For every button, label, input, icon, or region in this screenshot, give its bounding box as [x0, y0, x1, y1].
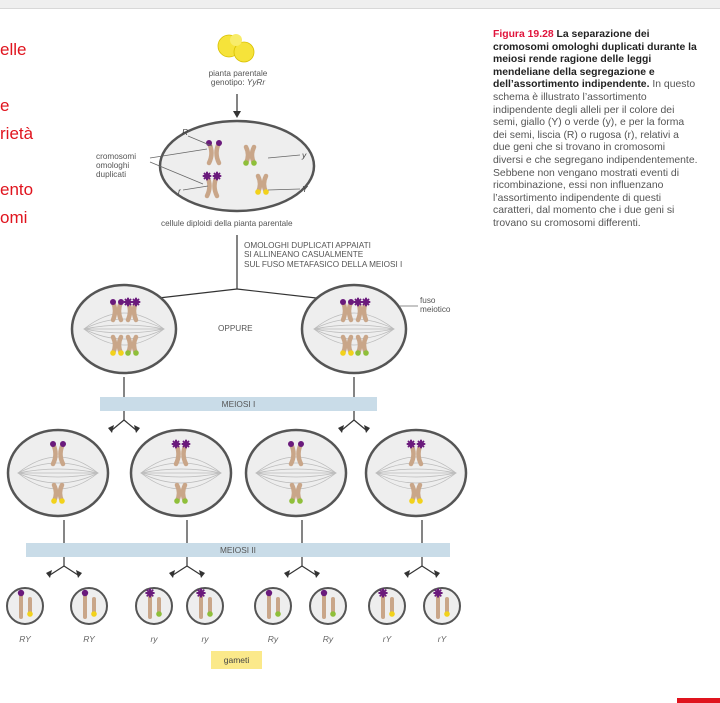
oppure-label: OPPURE [218, 324, 253, 333]
alignment-line2: SI ALLINEANO CASUALMENTE [244, 250, 364, 260]
homolog-top-a [340, 299, 354, 323]
parent-genotype: YyRr [246, 78, 266, 87]
chromosome-top [406, 439, 426, 467]
allele-y-label: y [302, 150, 307, 160]
chromosome-R [206, 140, 222, 166]
gamete-cell-1 [6, 587, 44, 625]
meiosis-1-label: MEIOSI I [221, 399, 256, 409]
chromosome-bottom [51, 482, 65, 504]
homolog-bottom-a [340, 334, 354, 356]
chromosome-y [243, 144, 257, 166]
diploid-cells-label: cellule diploidi della pianta parentale [161, 219, 293, 228]
gamete-cell-5 [254, 587, 292, 625]
homolog-top-a [110, 299, 124, 323]
slide-line-1: elle [0, 40, 27, 59]
homologs-label: cromosomi omologhi duplicati [96, 152, 136, 179]
caption-body: In questo schema è illustrato l’assortim… [493, 79, 698, 229]
alignment-line3: SUL FUSO METAFASICO DELLA MEIOSI I [244, 259, 403, 269]
slide-accent-bar [677, 698, 720, 703]
chromosome-bottom [174, 482, 188, 504]
meiosis-1-product-cell-3 [244, 428, 348, 518]
slide-line-4: rietà [0, 124, 34, 143]
slide-left-text: elle e rietà ento omi [0, 36, 33, 232]
parent-genotype-line: genotipo: YyRr [190, 78, 286, 87]
gametes-label: gameti [211, 651, 262, 669]
gamete-cell-4 [186, 587, 224, 625]
gamete-label-7: rY [382, 634, 392, 644]
chromosome-top [288, 441, 304, 467]
gamete-label-5: Ry [267, 634, 279, 644]
pea-plant-icon [217, 34, 255, 63]
slide-line-6: ento [0, 180, 34, 199]
homologs-label-line1: cromosomi [96, 152, 137, 161]
gamete-cell-7 [368, 587, 406, 625]
homolog-bottom-b [355, 334, 369, 356]
parent-diploid-cell [158, 119, 316, 213]
gamete-label-8: rY [437, 634, 447, 644]
chromosome-r [202, 171, 222, 199]
gamete-cell-3 [135, 587, 173, 625]
metaphase-cell-right [300, 283, 408, 375]
chromosome-Y [255, 173, 269, 195]
spindle-label-line2: meiotico [420, 305, 451, 314]
chromosome-top [171, 439, 191, 467]
gamete-cell-8 [423, 587, 461, 625]
slide-line-3: e [0, 96, 10, 115]
metaphase-cell-left [70, 283, 178, 375]
allele-R-label: R [182, 127, 189, 137]
genotype-prefix: genotipo: [210, 78, 247, 87]
homolog-bottom-b [125, 334, 139, 356]
gamete-label-2: RY [83, 634, 95, 644]
chromosome-bottom [409, 482, 423, 504]
meiosis-1-product-cell-1 [6, 428, 110, 518]
homolog-bottom-a [110, 334, 124, 356]
meiosis-2-label: MEIOSI II [220, 545, 256, 555]
caption-title: La separazione dei cromosomi omologhi du… [493, 29, 697, 91]
caption-figure-number: Figura 19.28 [493, 29, 554, 40]
gamete-label-3: ry [150, 634, 158, 644]
gamete-label-1: RY [19, 634, 31, 644]
gamete-label-4: ry [201, 634, 209, 644]
gamete-label-6: Ry [322, 634, 334, 644]
alignment-line1: OMOLOGHI DUPLICATI APPAIATI [244, 241, 371, 250]
gamete-cell-2 [70, 587, 108, 625]
meiosis-1-product-cell-4 [364, 428, 468, 518]
window-top-bar [0, 0, 720, 9]
meiosis-2-band: MEIOSI II [26, 543, 450, 557]
parent-plant-label-line1: pianta parentale [208, 69, 268, 78]
homologs-label-line2: omologhi [96, 161, 130, 170]
parent-plant-label: pianta parentale genotipo: YyRr [190, 69, 286, 87]
meiosis-1-product-cell-2 [129, 428, 233, 518]
gamete-cell-6 [309, 587, 347, 625]
meiosis-1-band: MEIOSI I [100, 397, 377, 411]
spindle-label-line1: fuso [420, 296, 436, 305]
allele-r-label: r [178, 186, 181, 196]
allele-Y-label: Y [302, 184, 308, 194]
spindle-label: fuso meiotico [420, 296, 451, 314]
chromosome-top [50, 441, 66, 467]
homologs-label-line3: duplicati [96, 170, 127, 179]
homolog-top-b [123, 297, 141, 323]
slide-line-7: omi [0, 208, 28, 227]
homolog-top-b [353, 297, 371, 323]
figure-caption: Figura 19.28 La separazione dei cromosom… [493, 29, 698, 231]
chromosome-bottom [289, 482, 303, 504]
alignment-text: OMOLOGHI DUPLICATI APPAIATI SI ALLINEANO… [244, 241, 402, 269]
